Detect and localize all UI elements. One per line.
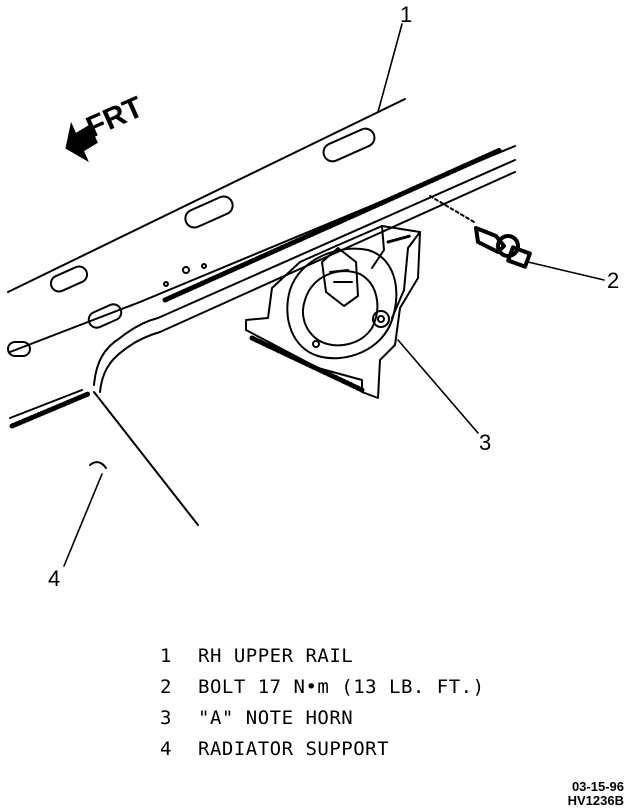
radiator-support <box>89 337 199 526</box>
legend-text: "A" NOTE HORN <box>198 707 354 729</box>
legend-number: 2 <box>160 676 172 698</box>
legend-text: RADIATOR SUPPORT <box>198 738 390 760</box>
callout-2: 2 <box>607 268 619 293</box>
callout-1: 1 <box>400 2 412 27</box>
rh-upper-rail <box>7 98 516 429</box>
legend-item: 4 RADIATOR SUPPORT <box>160 734 485 765</box>
figure-date: 03-15-96 <box>571 779 624 794</box>
frt-label: FRT <box>81 91 148 145</box>
horn <box>245 225 421 399</box>
front-direction-indicator: FRT <box>65 91 148 163</box>
legend-item: 2 BOLT 17 N•m (13 LB. FT.) <box>160 672 485 703</box>
bolt <box>429 195 532 269</box>
legend-text: BOLT 17 N•m (13 LB. FT.) <box>198 676 485 698</box>
leader-lines <box>63 23 605 567</box>
rail-slot-holes <box>7 127 376 357</box>
legend-number: 4 <box>160 738 172 760</box>
legend-item: 3 "A" NOTE HORN <box>160 703 485 734</box>
legend-number: 1 <box>160 645 172 667</box>
callout-4: 4 <box>48 566 60 591</box>
figure-code: 03-15-96 HV1236B <box>568 780 624 808</box>
callout-3: 3 <box>479 430 491 455</box>
arrow-left-icon <box>65 121 98 163</box>
figure-id: HV1236B <box>567 793 624 808</box>
legend-item: 1 RH UPPER RAIL <box>160 641 485 672</box>
parts-legend: 1 RH UPPER RAIL 2 BOLT 17 N•m (13 LB. FT.)… <box>160 641 485 765</box>
legend-number: 3 <box>160 707 172 729</box>
legend-text: RH UPPER RAIL <box>198 645 354 667</box>
